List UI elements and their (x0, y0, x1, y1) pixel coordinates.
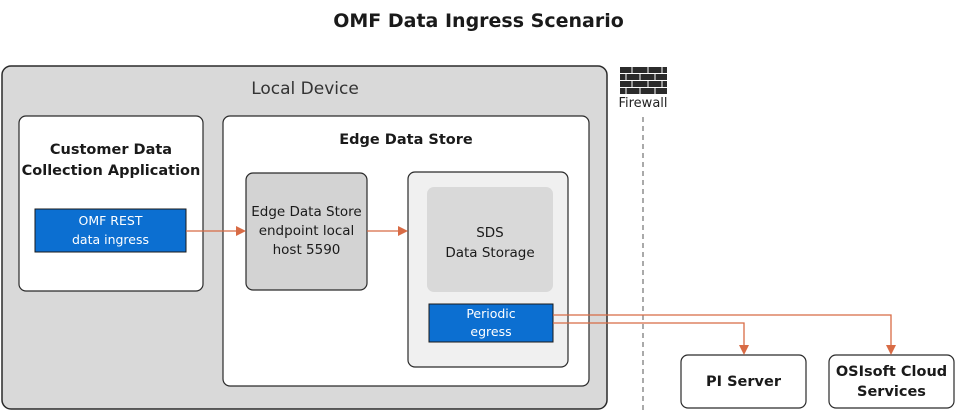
endpoint-line3: host 5590 (272, 242, 341, 258)
cloud-services-label: OSIsoft Cloud Services (829, 362, 954, 402)
endpoint-label: Edge Data Store endpoint local host 5590 (246, 203, 367, 260)
periodic-egress-label: Periodic egress (429, 305, 553, 341)
cloud-services-line2: Services (857, 384, 926, 400)
arrow-egress-to-pi-server (553, 322, 749, 355)
sds-storage-box (427, 187, 553, 292)
endpoint-line1: Edge Data Store (251, 204, 362, 220)
periodic-egress-line2: egress (470, 324, 512, 339)
pi-server-label: PI Server (706, 374, 781, 390)
local-device-label: Local Device (251, 79, 359, 99)
sds-line2: Data Storage (445, 245, 535, 261)
arrow-egress-to-cloud (553, 314, 896, 355)
cloud-services-line1: OSIsoft Cloud (835, 364, 948, 380)
customer-app-title: Customer Data Collection Application (19, 140, 203, 182)
customer-app-title-line1: Customer Data (49, 142, 173, 158)
endpoint-line2: endpoint local (258, 223, 355, 239)
edge-data-store-title: Edge Data Store (339, 132, 473, 148)
omf-rest-label: OMF REST data ingress (35, 211, 186, 249)
sds-label: SDS Data Storage (427, 223, 553, 263)
brick-wall-icon (620, 67, 667, 94)
periodic-egress-line1: Periodic (466, 306, 516, 321)
sds-line1: SDS (476, 225, 504, 241)
omf-rest-line1: OMF REST (78, 213, 143, 228)
customer-app-title-line2: Collection Application (21, 163, 201, 179)
omf-rest-line2: data ingress (71, 232, 150, 247)
firewall-label: Firewall (618, 96, 668, 111)
diagram-title: OMF Data Ingress Scenario (333, 10, 624, 32)
pi-server-box (680, 354, 807, 409)
cloud-services-box (828, 354, 955, 409)
